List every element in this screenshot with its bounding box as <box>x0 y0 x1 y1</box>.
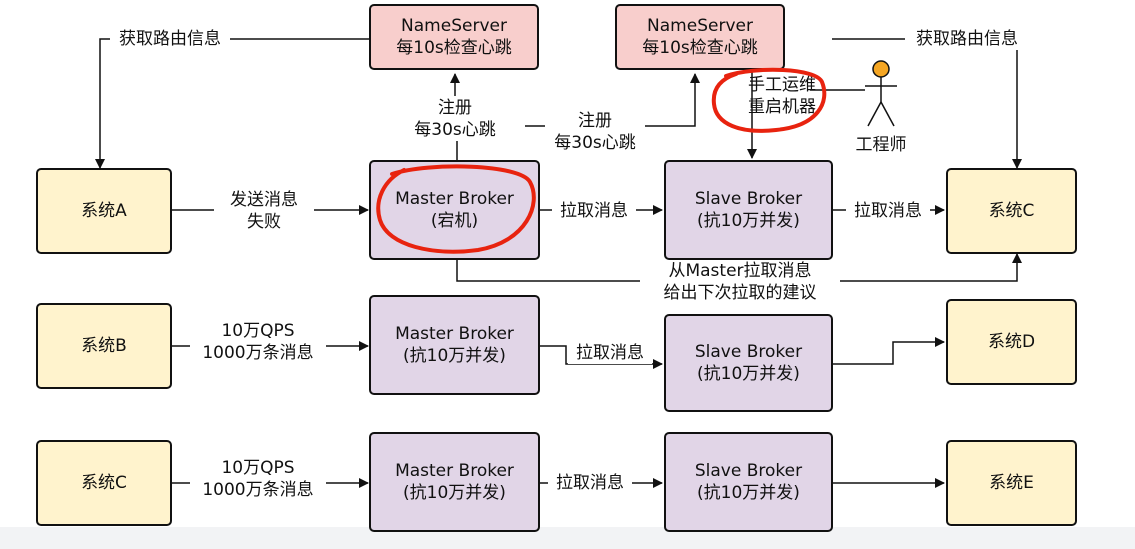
label-register-left: 注册 每30s心跳 <box>385 97 525 141</box>
label-pull-from-master-line2: 给出下次拉取的建议 <box>663 283 817 303</box>
arrow-ns1-to-system-a <box>95 38 370 169</box>
system-b-label: 系统B <box>81 335 127 356</box>
master-broker-row1: Master Broker (宕机) <box>369 160 540 260</box>
system-c-right-label: 系统C <box>988 200 1035 221</box>
nameserver-left-title: NameServer <box>401 15 507 36</box>
label-pull-row1-b: 拉取消息 <box>846 200 930 222</box>
master-broker-row1-title: Master Broker <box>395 188 514 209</box>
slave-broker-row3-subtitle: (抗10万并发) <box>697 483 800 503</box>
master-broker-row2: Master Broker (抗10万并发) <box>369 295 540 395</box>
master-broker-row2-title: Master Broker <box>395 323 514 344</box>
master-broker-row2-subtitle: (抗10万并发) <box>403 346 506 366</box>
master-broker-row3-title: Master Broker <box>395 460 514 481</box>
system-d-label: 系统D <box>987 331 1036 352</box>
master-broker-row1-subtitle: (宕机) <box>430 211 479 231</box>
label-pull-row2: 拉取消息 <box>568 342 652 364</box>
label-register-right: 注册 每30s心跳 <box>545 110 645 154</box>
label-pull-row3: 拉取消息 <box>548 472 632 494</box>
label-manual-ops-line2: 重启机器 <box>748 97 816 117</box>
label-register-left-line2: 每30s心跳 <box>414 120 496 140</box>
master-broker-row3-subtitle: (抗10万并发) <box>403 483 506 503</box>
system-c-left-label: 系统C <box>81 472 127 493</box>
label-manual-ops: 手工运维 重启机器 <box>730 74 834 118</box>
label-qps-row2: 10万QPS 1000万条消息 <box>190 320 326 364</box>
arrow-master-to-slave-row2 <box>540 345 663 369</box>
label-engineer: 工程师 <box>855 135 907 155</box>
system-e-label: 系统E <box>989 472 1034 493</box>
slave-broker-row2-subtitle: (抗10万并发) <box>697 364 800 384</box>
label-pull-from-master-line1: 从Master拉取消息 <box>668 261 812 281</box>
arrow-slave-to-d-row2 <box>833 337 945 365</box>
manual-ops-highlight-circle <box>711 67 827 133</box>
slave-broker-row2-title: Slave Broker <box>694 341 803 362</box>
master-down-highlight-circle <box>376 164 536 254</box>
system-a: 系统A <box>36 168 172 254</box>
label-manual-ops-line1: 手工运维 <box>748 75 816 95</box>
label-get-route-right: 获取路由信息 <box>905 28 1029 50</box>
label-send-fail: 发送消息 失败 <box>214 189 314 233</box>
engineer-icon <box>865 60 897 127</box>
label-pull-from-master: 从Master拉取消息 给出下次拉取的建议 <box>640 260 840 304</box>
label-qps-row3-line1: 10万QPS <box>221 458 295 478</box>
nameserver-left: NameServer 每10s检查心跳 <box>369 4 539 70</box>
slave-broker-row2: Slave Broker (抗10万并发) <box>664 314 833 412</box>
label-qps-row2-line2: 1000万条消息 <box>202 343 314 363</box>
label-qps-row3: 10万QPS 1000万条消息 <box>190 457 326 501</box>
label-register-right-line1: 注册 <box>578 111 612 131</box>
slave-broker-row3: Slave Broker (抗10万并发) <box>664 432 833 532</box>
label-pull-row1-a: 拉取消息 <box>552 200 636 222</box>
slave-broker-row3-title: Slave Broker <box>694 460 803 481</box>
system-d: 系统D <box>946 299 1077 385</box>
slave-broker-row1: Slave Broker (抗10万并发) <box>664 160 833 260</box>
master-broker-row3: Master Broker (抗10万并发) <box>369 432 540 532</box>
system-c-right: 系统C <box>946 168 1077 254</box>
system-c-left: 系统C <box>36 440 172 526</box>
system-e: 系统E <box>946 440 1077 526</box>
label-send-fail-line2: 失败 <box>247 212 281 232</box>
label-register-right-line2: 每30s心跳 <box>554 133 636 153</box>
label-qps-row2-line1: 10万QPS <box>221 321 295 341</box>
label-send-fail-line1: 发送消息 <box>230 190 298 210</box>
system-b: 系统B <box>36 303 172 389</box>
label-register-left-line1: 注册 <box>438 98 472 118</box>
bottom-band <box>0 527 1135 549</box>
system-a-label: 系统A <box>81 200 127 221</box>
nameserver-right-subtitle: 每10s检查心跳 <box>642 38 758 58</box>
nameserver-right: NameServer 每10s检查心跳 <box>615 4 785 70</box>
slave-broker-row1-title: Slave Broker <box>694 188 803 209</box>
slave-broker-row1-subtitle: (抗10万并发) <box>697 211 800 231</box>
nameserver-left-subtitle: 每10s检查心跳 <box>396 38 512 58</box>
label-qps-row3-line2: 1000万条消息 <box>202 480 314 500</box>
nameserver-right-title: NameServer <box>647 15 753 36</box>
label-get-route-left: 获取路由信息 <box>110 28 230 50</box>
